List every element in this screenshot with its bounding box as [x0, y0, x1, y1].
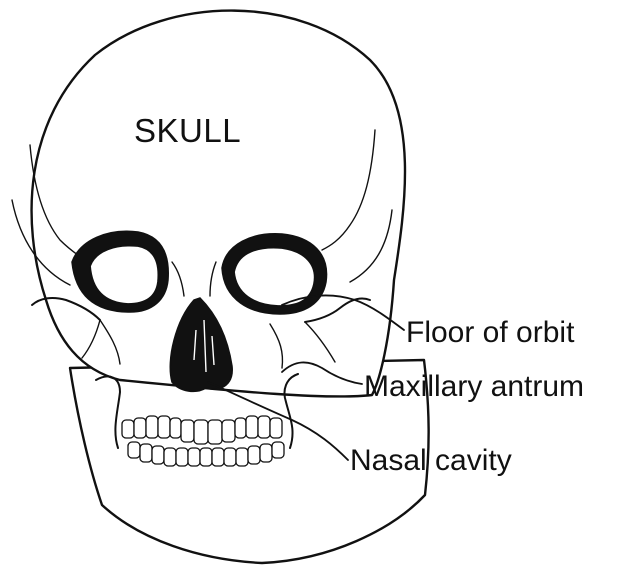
diagram-title: SKULL: [134, 112, 241, 149]
label-maxillary-antrum: Maxillary antrum: [364, 370, 584, 403]
label-floor-of-orbit: Floor of orbit: [406, 316, 575, 349]
label-nasal-cavity: Nasal cavity: [350, 444, 512, 477]
